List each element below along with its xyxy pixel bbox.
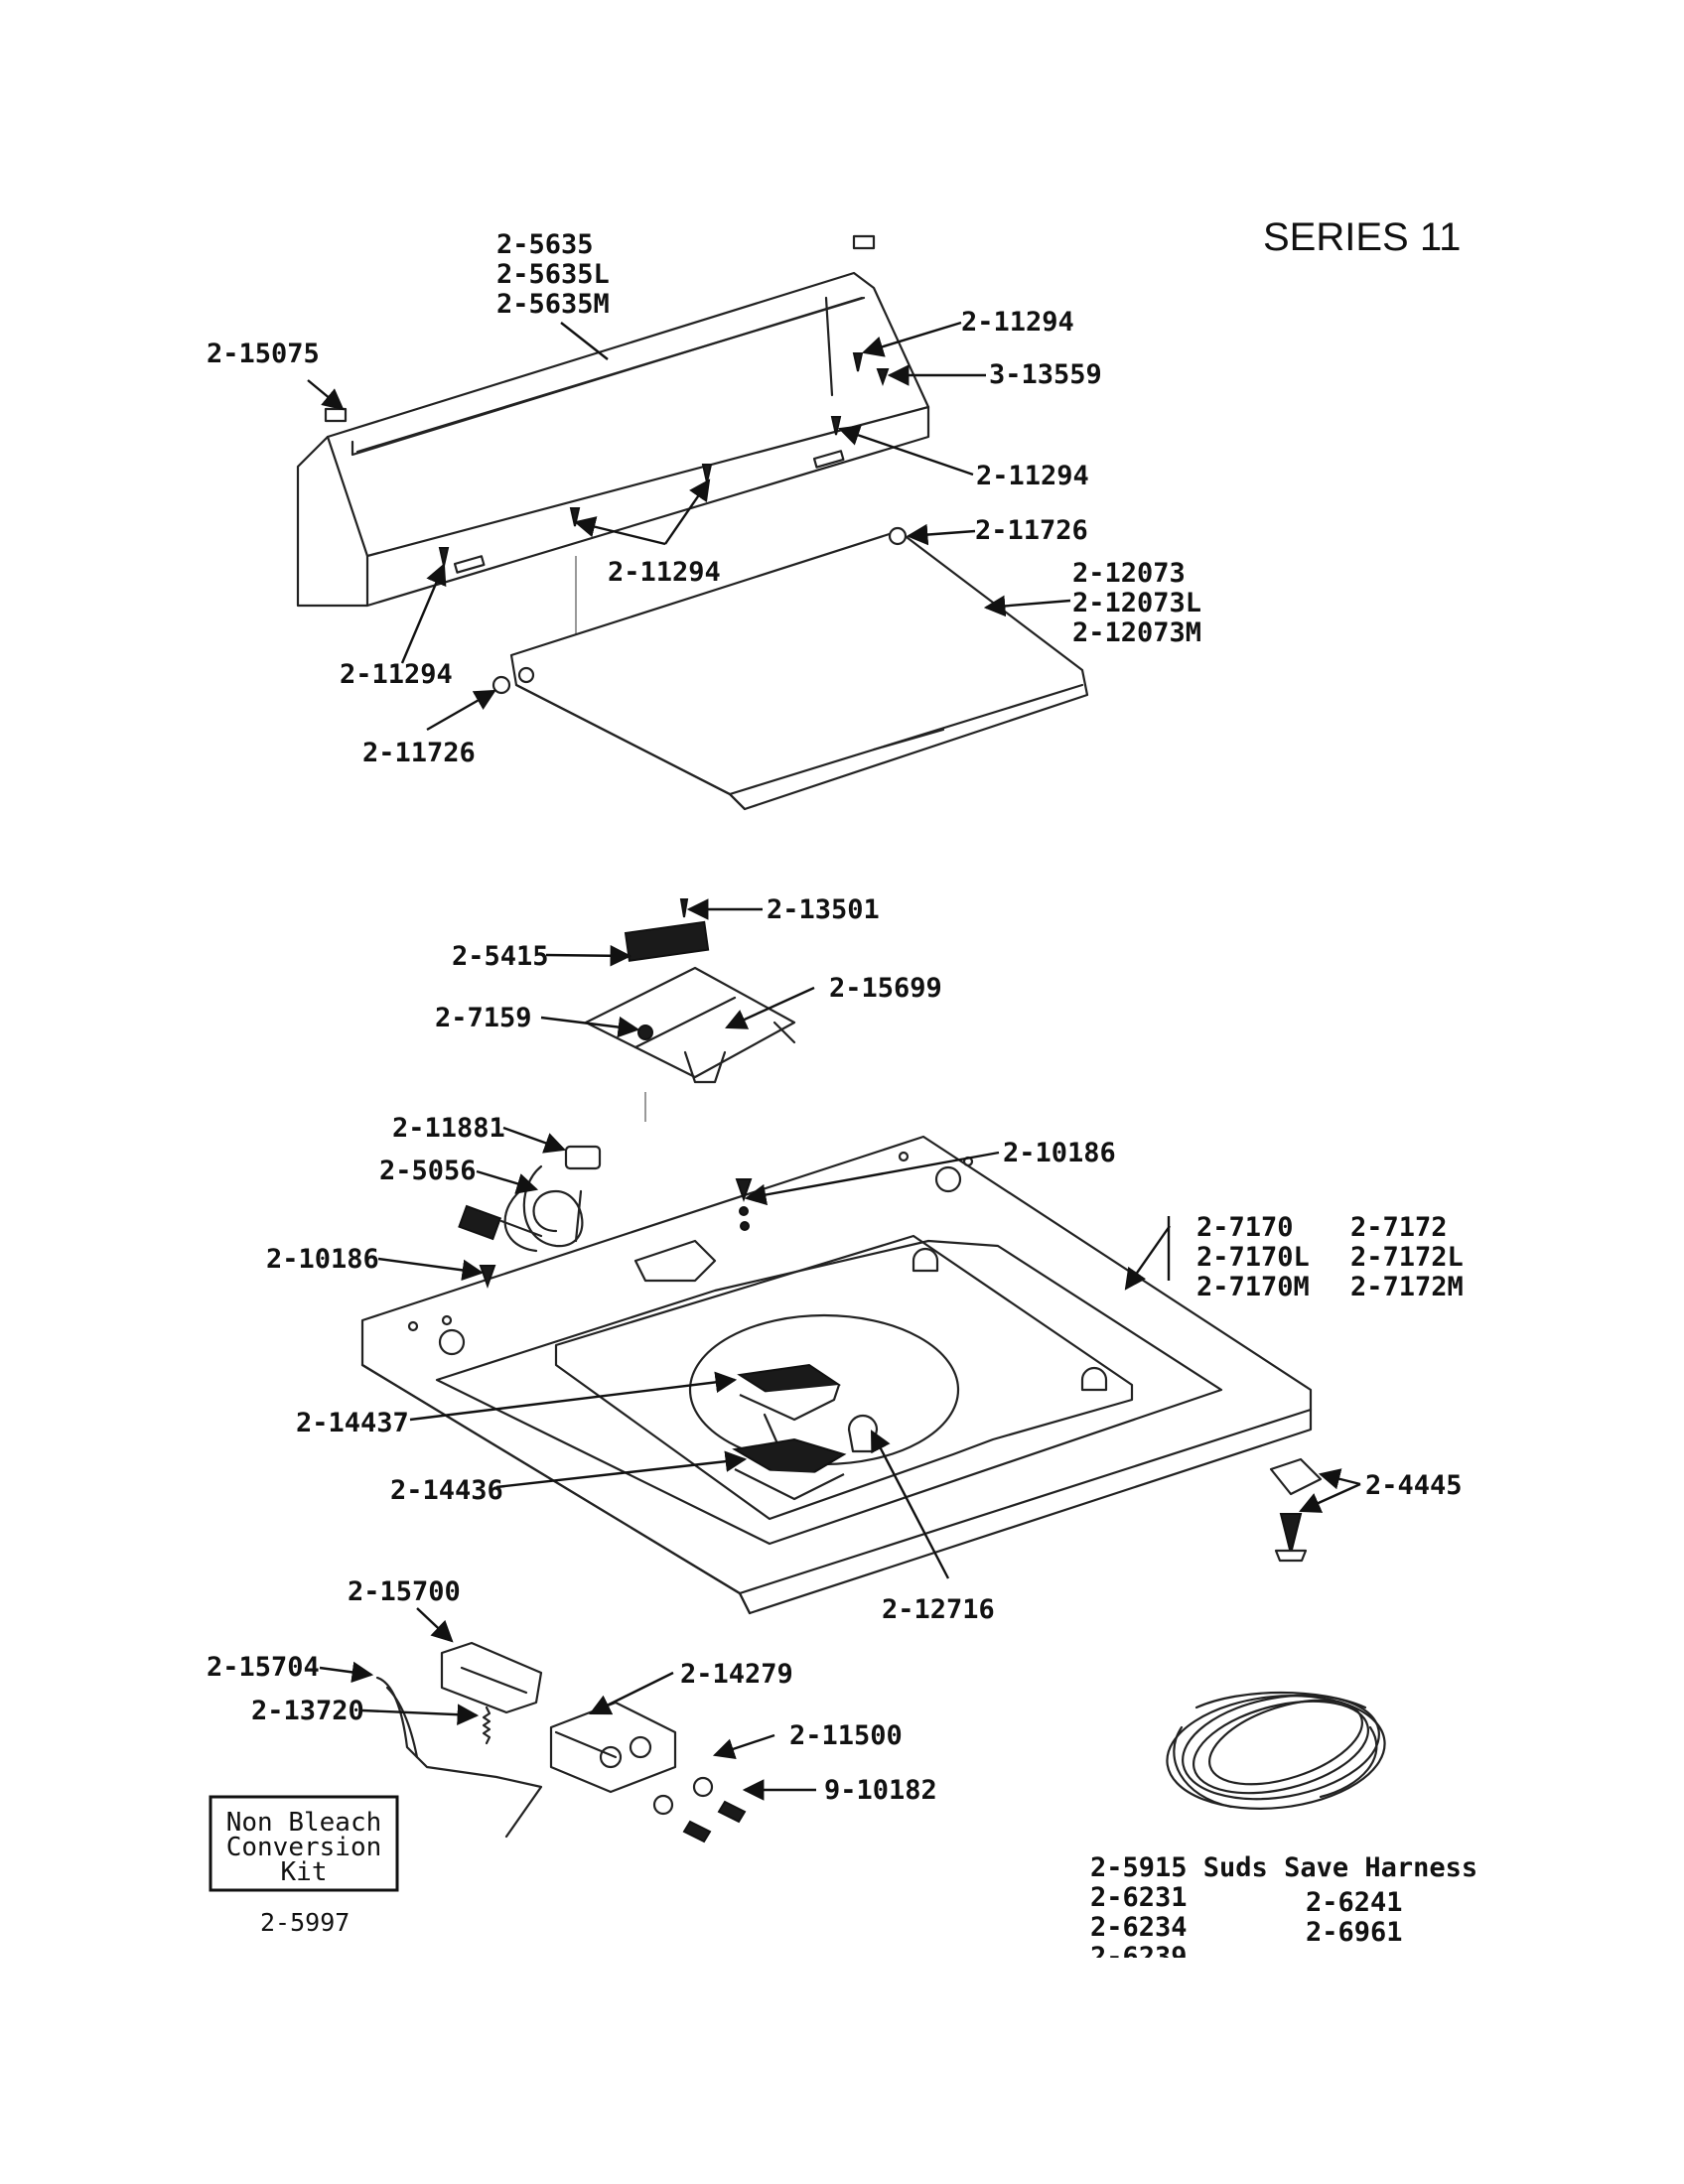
washer-top [360, 1135, 1313, 1615]
label-screw-9-10182: 9-10182 [824, 1775, 937, 1806]
leader-lines [307, 321, 1361, 1801]
label-console-3: 2-5635M [496, 289, 610, 320]
bumper-right [888, 526, 908, 546]
bleach-dispenser [732, 1363, 879, 1501]
harness-left-2: 2-6234 [1090, 1912, 1188, 1943]
label-bumper-left: 2-11726 [362, 738, 476, 768]
label-dispenser-lower: 2-14436 [390, 1475, 503, 1506]
label-lid-1: 2-12073 [1072, 558, 1186, 589]
label-bracket-2-15699: 2-15699 [829, 973, 942, 1004]
label-top-col1-2: 2-7170L [1196, 1242, 1310, 1273]
strain-relief [564, 1145, 602, 1170]
label-lid-2: 2-12073L [1072, 588, 1201, 618]
harness-list: 2-5915 Suds Save Harness 2-6231 2-6234 2… [1090, 1852, 1477, 1973]
label-nut-and-screw: 2-4445 [1365, 1470, 1463, 1501]
kit-number: 2-5997 [260, 1908, 350, 1937]
label-screw-10186-right: 2-10186 [1003, 1138, 1116, 1168]
washer-lid [491, 526, 1089, 811]
power-cord-assembly [458, 1145, 602, 1253]
label-top-col1-3: 2-7170M [1196, 1272, 1310, 1302]
series-title: SERIES 11 [1263, 215, 1461, 259]
dispenser-plug [847, 1414, 879, 1453]
label-top-col2-2: 2-7172L [1350, 1242, 1464, 1273]
harness-right-2: 2-6961 [1306, 1917, 1403, 1948]
harness-right-1: 2-6241 [1306, 1887, 1403, 1918]
label-spring-2-13720: 2-13720 [251, 1696, 364, 1726]
label-switch-2-5415: 2-5415 [452, 941, 549, 972]
label-screw-2-13501: 2-13501 [767, 894, 880, 925]
label-power-cord: 2-5056 [379, 1156, 477, 1186]
label-screw-center: 2-11294 [608, 557, 721, 588]
console-backsplash [296, 234, 930, 635]
kit-line-3: Kit [281, 1857, 328, 1887]
label-screw-10186-left: 2-10186 [266, 1244, 379, 1275]
label-bracket-2-15700: 2-15700 [348, 1576, 461, 1607]
label-screw-right: 2-11294 [976, 461, 1089, 491]
label-bumper-right: 2-11726 [975, 515, 1088, 546]
non-bleach-kit: Non Bleach Conversion Kit 2-5997 [209, 1795, 399, 1937]
latch-spring [482, 1706, 491, 1745]
bumper-left [491, 675, 511, 695]
label-strain-relief: 2-11881 [392, 1113, 505, 1144]
clip-top [852, 234, 876, 250]
label-screw-left: 2-11294 [340, 659, 453, 690]
clip-left [324, 407, 348, 423]
kit-line-1: Non Bleach [226, 1808, 382, 1838]
label-screw-top-right: 2-11294 [961, 307, 1074, 338]
harness-left-1: 2-6231 [1090, 1882, 1188, 1913]
label-washer-2-11500: 2-11500 [789, 1720, 903, 1751]
washer [692, 1776, 714, 1798]
harness-row1: 2-5915 Suds Save Harness [1090, 1852, 1477, 1883]
lid-switch [624, 920, 710, 962]
nut-and-screw [1269, 1457, 1323, 1563]
label-plug-2-12716: 2-12716 [882, 1594, 995, 1625]
label-console-1: 2-5635 [496, 229, 594, 260]
label-dispenser-upper: 2-14437 [296, 1408, 409, 1438]
label-screw-3-13559: 3-13559 [989, 359, 1102, 390]
latch-screw [717, 1800, 747, 1824]
harness-crop-mask [1082, 1958, 1281, 1987]
harness-coil [1166, 1691, 1386, 1810]
kit-line-2: Conversion [226, 1833, 382, 1862]
label-top-col2-3: 2-7172M [1350, 1272, 1464, 1302]
label-console-2: 2-5635L [496, 259, 610, 290]
label-clip-2-7159: 2-7159 [435, 1003, 532, 1033]
label-lid-3: 2-12073M [1072, 617, 1201, 648]
switch-bracket [584, 966, 796, 1079]
label-top-col1-1: 2-7170 [1196, 1212, 1294, 1243]
label-clip-left: 2-15075 [207, 339, 320, 369]
label-top-col2-1: 2-7172 [1350, 1212, 1448, 1243]
label-hinge-2-14279: 2-14279 [680, 1659, 793, 1690]
latch-bracket [440, 1641, 543, 1714]
latch-assembly [375, 1641, 747, 1843]
callout-labels: 2-5635 2-5635L 2-5635M 2-15075 2-11294 3… [207, 229, 1464, 1806]
label-rod-2-15704: 2-15704 [207, 1652, 320, 1683]
